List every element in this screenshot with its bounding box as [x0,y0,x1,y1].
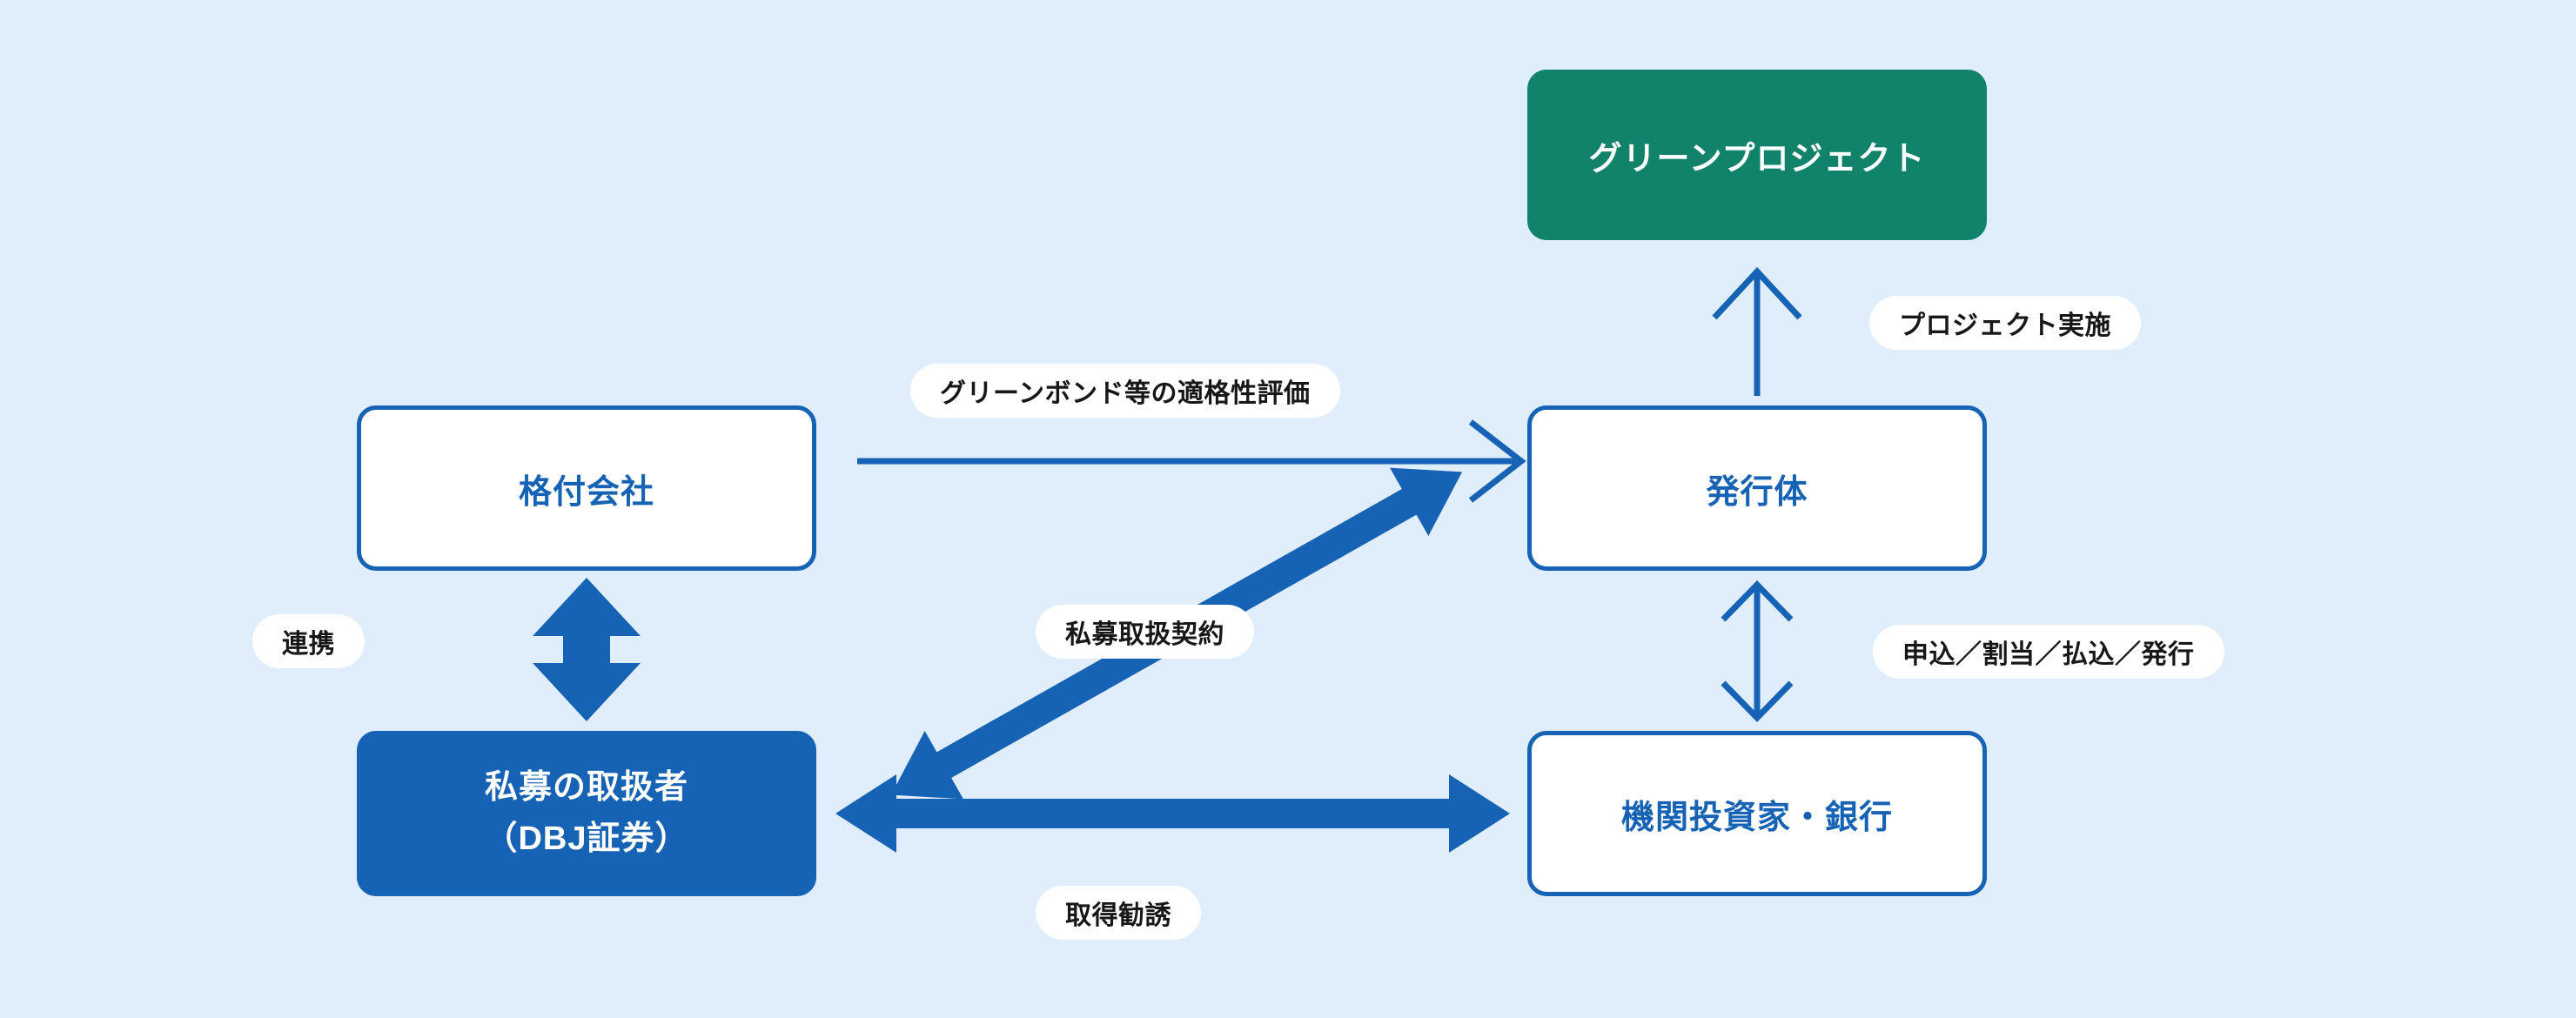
arrow-placement-agent-to-institutional-investors [835,774,1510,853]
node-institutional-investors[interactable]: 機関投資家・銀行 [1527,731,1987,896]
edge-label-project-implementation: プロジェクト実施 [1869,296,2141,350]
node-green-project[interactable]: グリーンプロジェクト [1527,70,1987,240]
edge-label-acquisition-solicitation: 取得勧誘 [1036,886,1201,940]
edge-label-green-bond-eligibility: グリーンボンド等の適格性評価 [910,364,1340,418]
arrow-rating-agency-to-placement-agent [533,578,641,721]
arrow-issuer-to-institutional-investors [1721,579,1794,723]
node-placement-agent[interactable]: 私募の取扱者 （DBJ証券） [357,731,816,896]
node-issuer-label: 発行体 [1706,473,1808,511]
node-green-project-label: グリーンプロジェクト [1588,140,1926,177]
edge-label-cooperation: 連携 [252,614,365,668]
node-rating-agency-label: 格付会社 [518,473,654,511]
arrow-rating-agency-to-issuer [857,419,1526,503]
node-placement-agent-label-line2: （DBJ証券） [484,820,689,857]
edge-label-subscription-allotment-payment-issuance: 申込／割当／払込／発行 [1873,625,2224,679]
edge-label-private-placement-contract: 私募取扱契約 [1036,605,1254,659]
node-placement-agent-label-line1: 私募の取扱者 [484,769,688,807]
node-issuer[interactable]: 発行体 [1527,405,1987,571]
node-rating-agency[interactable]: 格付会社 [357,405,816,571]
node-institutional-investors-label: 機関投資家・銀行 [1620,799,1893,836]
arrow-issuer-to-green-project [1712,266,1802,396]
